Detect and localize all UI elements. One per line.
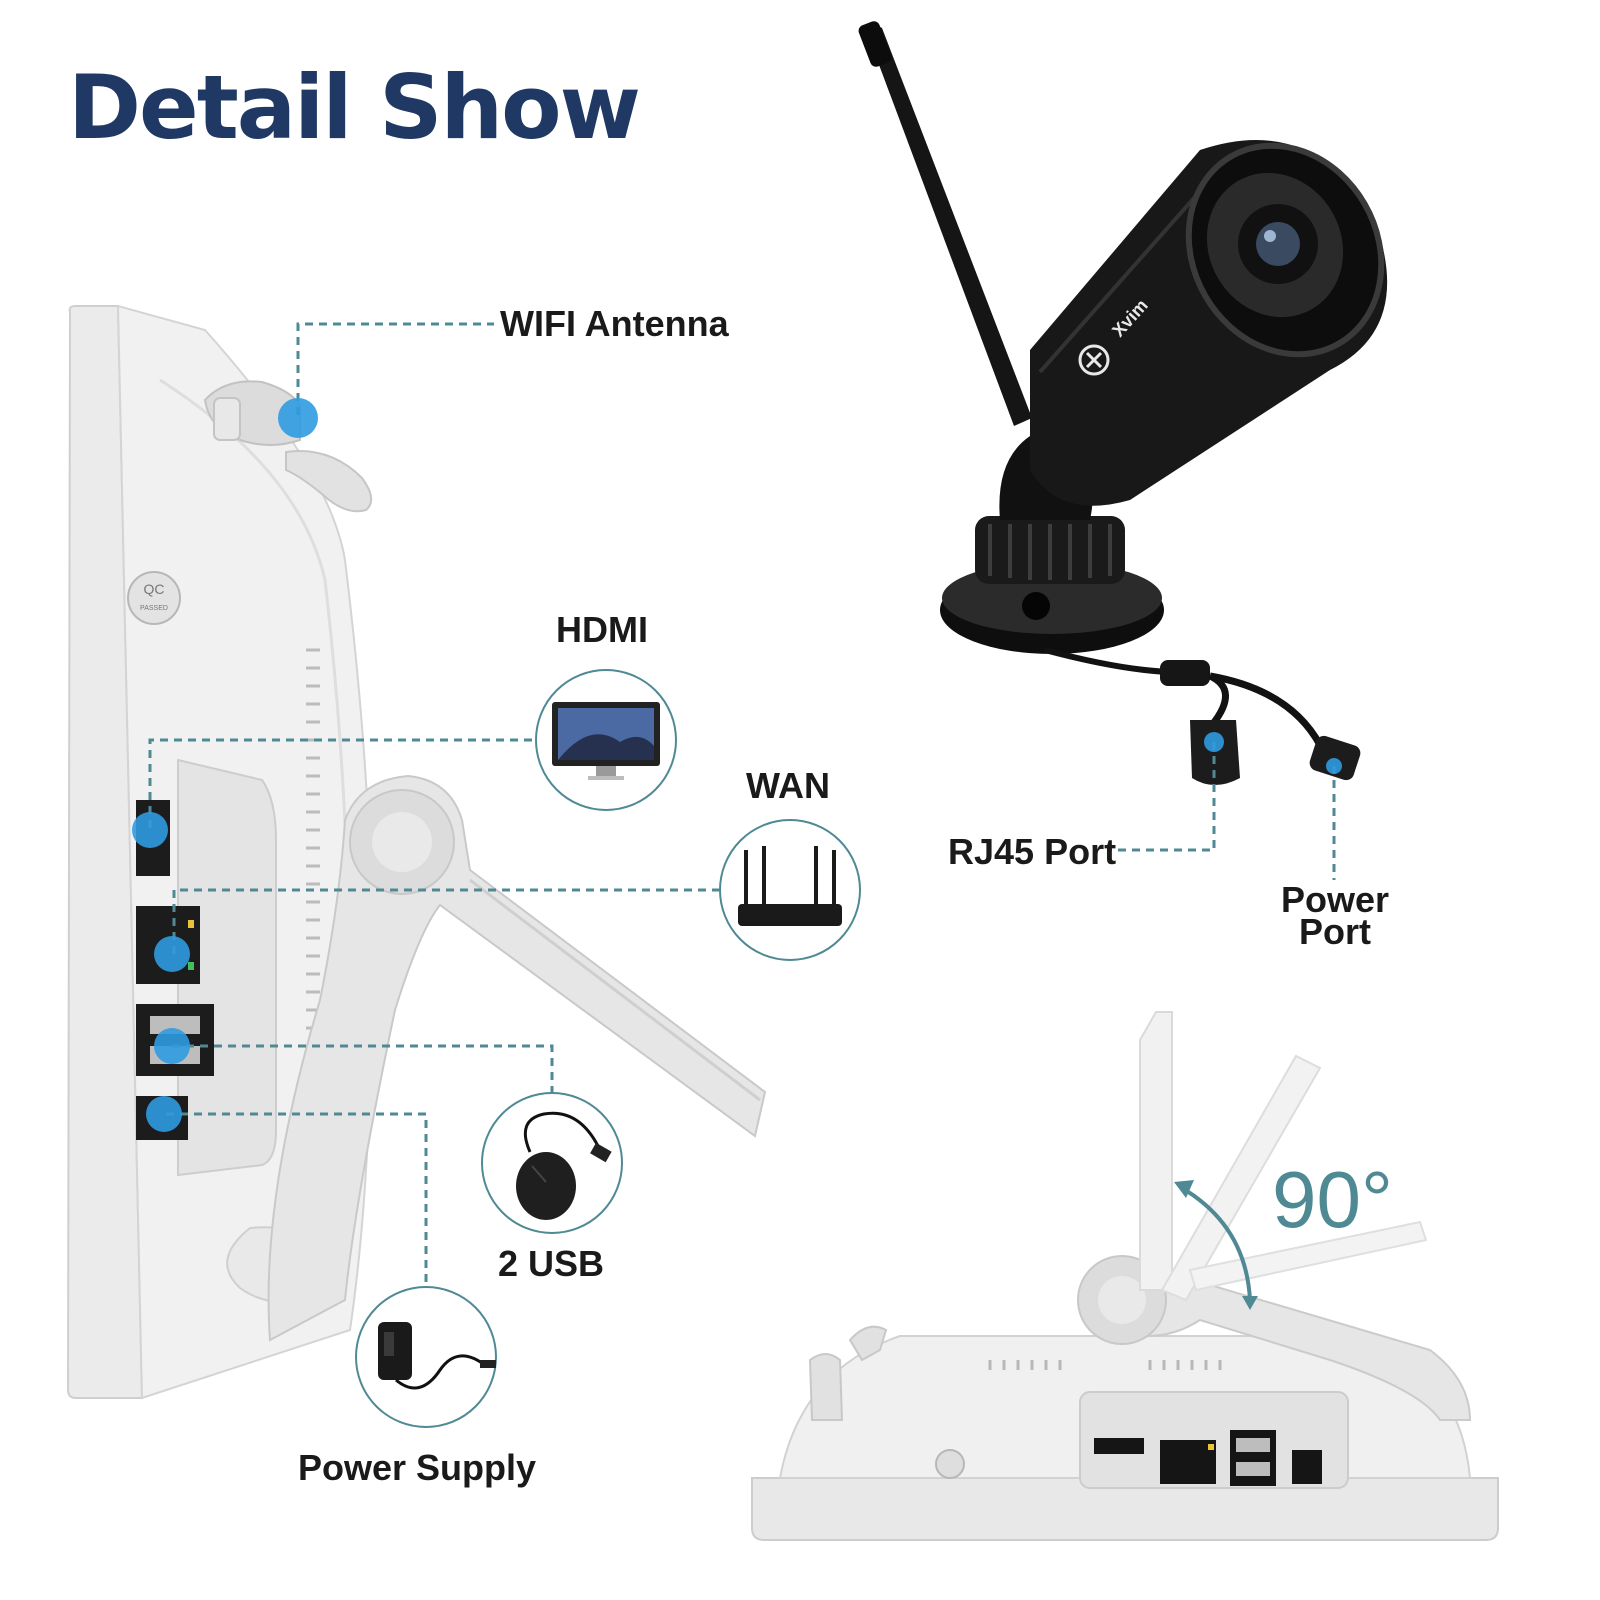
label-rj45-port: RJ45 Port bbox=[948, 831, 1117, 872]
camera-brand-logo-icon bbox=[1078, 344, 1110, 376]
page-title: Detail Show bbox=[68, 56, 641, 159]
nvr-rear-view bbox=[751, 1011, 1499, 1541]
hdmi-icon-circle bbox=[535, 669, 677, 811]
bullet-camera bbox=[858, 21, 1388, 785]
hotspot-dots bbox=[132, 398, 1342, 1132]
monitor-icon bbox=[552, 702, 660, 780]
label-hdmi: HDMI bbox=[556, 609, 648, 650]
qc-badge-subtext: PASSED bbox=[140, 605, 168, 612]
label-power-port-line1: Power bbox=[1280, 879, 1390, 920]
qc-sticker bbox=[127, 571, 181, 625]
label-power-supply: Power Supply bbox=[298, 1447, 537, 1488]
nvr-side-view bbox=[66, 304, 767, 1400]
label-wan: WAN bbox=[746, 765, 830, 806]
label-power-port-line2: Port bbox=[1299, 911, 1371, 952]
leader-lines bbox=[148, 322, 1336, 1287]
power-adapter-icon bbox=[378, 1322, 496, 1390]
label-usb: 2 USB bbox=[498, 1243, 605, 1284]
rotation-angle-label: 90° bbox=[1272, 1155, 1393, 1244]
wan-icon-circle bbox=[719, 819, 861, 961]
usb-mouse-icon bbox=[516, 1111, 612, 1220]
usb-icon-circle bbox=[481, 1092, 623, 1234]
power-supply-icon-circle bbox=[355, 1286, 497, 1428]
folding-stand bbox=[267, 774, 767, 1342]
qc-badge-text: QC bbox=[144, 581, 165, 597]
angle-arc bbox=[1180, 1186, 1252, 1301]
router-icon bbox=[738, 846, 842, 926]
label-wifi-antenna: WIFI Antenna bbox=[500, 303, 729, 344]
